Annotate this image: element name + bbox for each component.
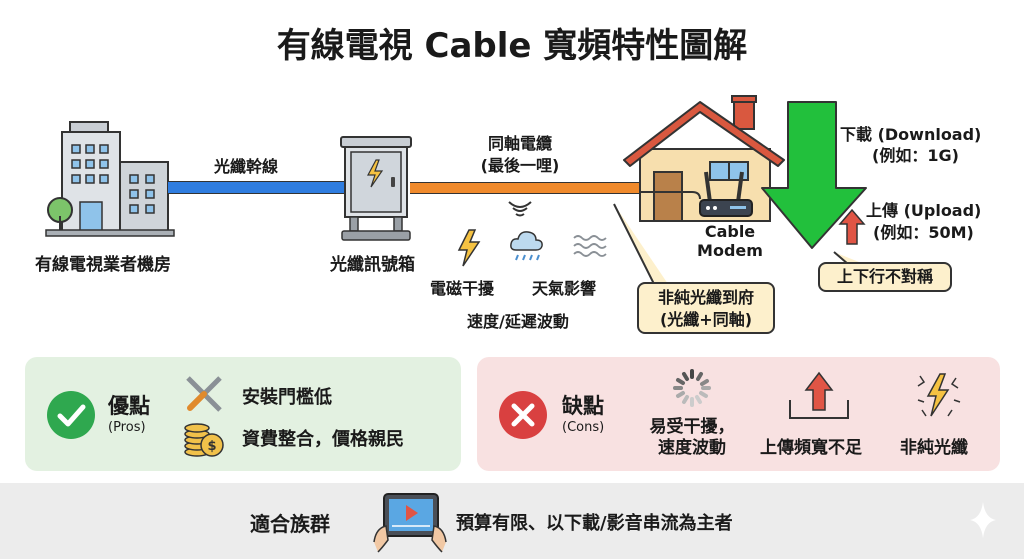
- pros-item-2: 資費整合，價格親民: [242, 429, 404, 450]
- cons-item-upload: 上傳頻寬不足: [760, 438, 862, 458]
- fiber-trunk-label: 光纖幹線: [214, 157, 279, 176]
- interference-label: 電磁干擾: [430, 279, 495, 298]
- sparkle-icon: [970, 502, 996, 538]
- page-title: 有線電視 Cable 寬頻特性圖解: [276, 26, 748, 66]
- pros-panel: [25, 357, 461, 471]
- modem-label-line1: Cable: [704, 222, 756, 241]
- coax-label: 同軸電纜: [487, 134, 552, 153]
- cons-item-not-ftth: 非純光纖: [900, 438, 968, 458]
- pros-subtitle: (Pros): [108, 420, 146, 435]
- upload-arrow-icon: [838, 208, 866, 245]
- x-circle-icon: [499, 391, 547, 439]
- tools-icon: [186, 376, 222, 412]
- modem-label-line2: Modem: [697, 241, 763, 260]
- signal-wave-icon: [508, 201, 532, 217]
- callout-pointer: [613, 203, 668, 285]
- pros-title: 優點: [108, 394, 150, 418]
- audience-title: 適合族群: [250, 512, 330, 536]
- pros-item-1: 安裝門檻低: [242, 387, 332, 408]
- upload-tray-icon: [789, 371, 849, 419]
- download-label: 下載 (Download): [840, 125, 982, 144]
- rain-cloud-icon: [510, 231, 543, 261]
- lightning-icon: [457, 229, 481, 267]
- signal-cabinet-icon: [340, 136, 412, 241]
- audience-band: [0, 483, 1024, 559]
- lightning-alert-icon: [917, 373, 961, 417]
- upload-label: 上傳 (Upload): [866, 201, 982, 220]
- upload-example: (例如：50M): [873, 223, 974, 242]
- fluctuation-label: 速度/延遲波動: [467, 312, 569, 331]
- coax-sublabel: (最後一哩): [480, 156, 560, 175]
- fiber-trunk-line: [168, 181, 346, 194]
- wind-waves-icon: [573, 235, 607, 257]
- headend-label: 有線電視業者機房: [35, 255, 171, 275]
- coins-icon: $: [184, 423, 224, 457]
- coax-cable-line: [410, 182, 642, 194]
- cons-item-2: 速度波動: [658, 438, 726, 458]
- not-ftth-callout: 非純光纖到府 (光纖+同軸): [637, 282, 775, 334]
- svg-text:$: $: [207, 439, 216, 454]
- check-circle-icon: [47, 391, 95, 439]
- asymmetric-callout: 上下行不對稱: [818, 262, 952, 292]
- cons-subtitle: (Cons): [562, 420, 605, 435]
- cons-title: 缺點: [562, 394, 604, 418]
- house-icon: [623, 95, 785, 222]
- cons-panel: [477, 357, 1000, 471]
- tablet-video-icon: [373, 493, 447, 553]
- cons-item-interference: 易受干擾，速度波動: [640, 417, 744, 459]
- not-ftth-line2: (光纖+同軸): [659, 310, 753, 329]
- cons-item-1: 易受干擾，: [649, 417, 735, 437]
- weather-label: 天氣影響: [532, 279, 597, 298]
- not-ftth-line1: 非純光纖到府: [657, 288, 754, 307]
- loading-spinner-icon: [673, 369, 711, 407]
- audience-text: 預算有限、以下載/影音串流為主者: [456, 513, 733, 534]
- download-arrow-icon: [761, 101, 867, 249]
- cabinet-label: 光纖訊號箱: [330, 255, 415, 275]
- building-icon: [45, 121, 175, 237]
- download-example: (例如：1G): [872, 146, 959, 165]
